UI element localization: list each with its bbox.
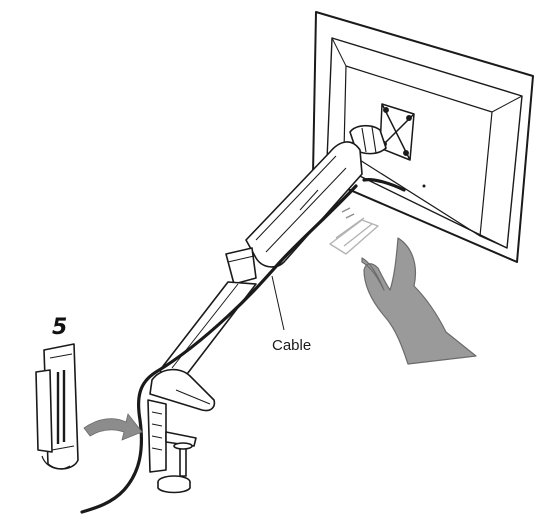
clamp-body bbox=[147, 399, 167, 473]
cable-label: Cable bbox=[272, 337, 311, 354]
base-arm-bracket bbox=[149, 368, 216, 412]
cable-clip-part bbox=[35, 343, 79, 470]
clamp-screw bbox=[179, 445, 187, 477]
cable-label-leader bbox=[271, 275, 285, 331]
lower-arm bbox=[159, 281, 257, 383]
monitor-arm bbox=[149, 124, 387, 412]
elbow-joint bbox=[225, 247, 257, 285]
monitor-outer-frame bbox=[312, 11, 534, 263]
step-number: 5 bbox=[52, 315, 67, 340]
insert-direction-arrow bbox=[83, 413, 143, 441]
desk-clamp bbox=[147, 399, 197, 494]
hand-illustration bbox=[361, 237, 477, 365]
cable-clip-ghost bbox=[329, 207, 379, 255]
clamp-jaw bbox=[165, 431, 197, 447]
tilt-head bbox=[349, 124, 387, 155]
monitor bbox=[312, 11, 534, 263]
cable bbox=[80, 178, 406, 514]
vesa-mount-plate bbox=[379, 103, 415, 161]
upper-arm bbox=[245, 141, 363, 268]
